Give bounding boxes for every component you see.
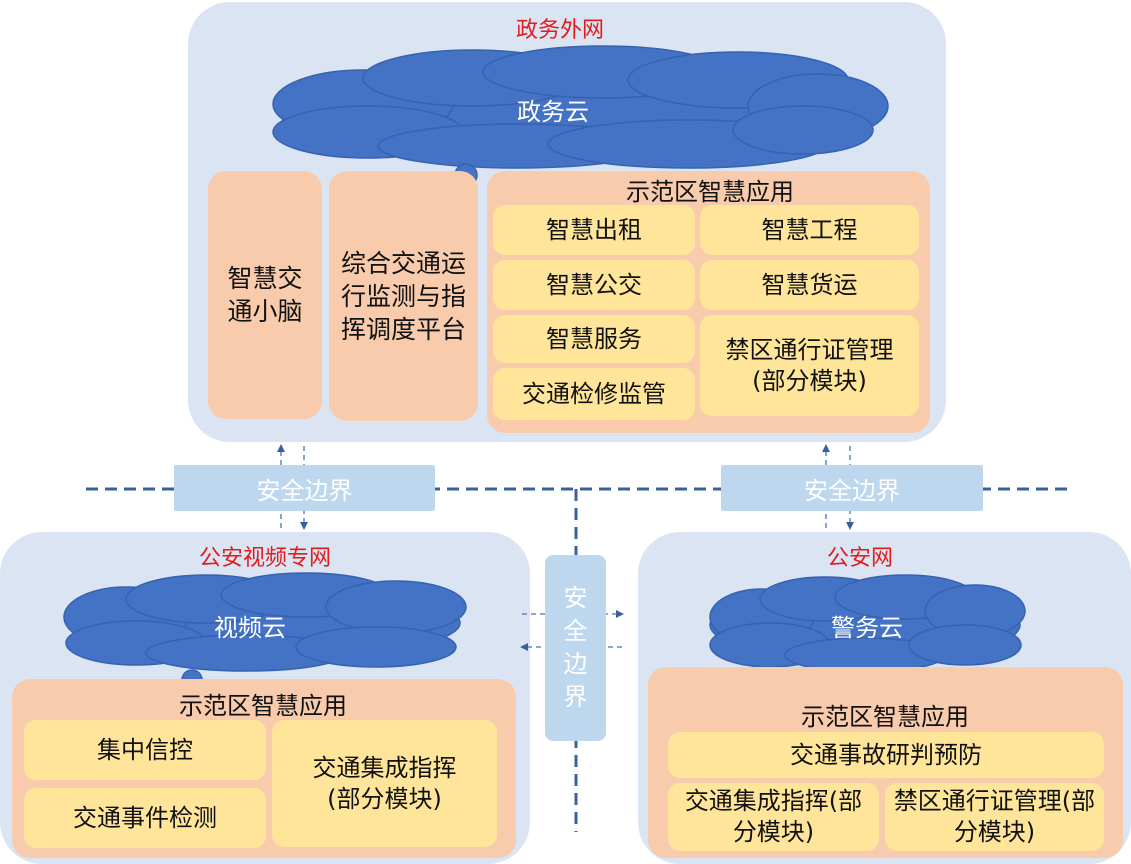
app-traffic-maintenance-supervision: 交通检修监管 — [493, 368, 695, 420]
police-video-network-title: 公安视频专网 — [198, 546, 331, 571]
police-cloud-icon — [709, 574, 1026, 697]
traffic-brain-panel — [208, 171, 322, 419]
top-apps-title: 示范区智慧应用 — [626, 178, 794, 206]
app-smart-service: 智慧服务 — [493, 315, 695, 363]
monitoring-platform-label: 综合交通运行监测与指挥调度平台 — [341, 248, 467, 344]
app-integrated-traffic-command: 交通集成指挥(部分模块) — [668, 783, 879, 851]
gov-extranet-title: 政务外网 — [515, 18, 604, 43]
video-cloud-label: 视频云 — [214, 614, 286, 642]
app-centralized-signal-control: 集中信控 — [24, 720, 266, 780]
police-cloud-label: 警务云 — [831, 614, 903, 642]
boundary-char: 全 — [563, 616, 588, 645]
security-boundary-right: 安全边界 — [721, 465, 983, 511]
app-restricted-pass-management: 禁区通行证管理(部分模块) — [885, 783, 1104, 851]
monitoring-platform-panel — [329, 171, 478, 421]
app-smart-taxi: 智慧出租 — [493, 205, 695, 255]
video-cloud-icon — [63, 572, 467, 697]
gov-cloud-label: 政务云 — [517, 98, 589, 126]
app-restricted-pass-management: 禁区通行证管理(部分模块) — [700, 315, 919, 416]
boundary-char: 边 — [563, 650, 588, 678]
app-integrated-traffic-command: 交通集成指挥(部分模块) — [272, 720, 497, 847]
boundary-char: 安 — [563, 583, 588, 612]
app-smart-freight: 智慧货运 — [700, 260, 919, 310]
police-network-title: 公安网 — [826, 546, 893, 571]
gov-cloud-icon — [272, 45, 889, 192]
right-apps-title: 示范区智慧应用 — [801, 703, 969, 731]
security-boundary-center: 安 全 边 界 — [545, 555, 606, 741]
app-smart-bus: 智慧公交 — [493, 260, 695, 310]
app-accident-analysis-prevention: 交通事故研判预防 — [668, 732, 1104, 778]
boundary-char: 界 — [563, 683, 588, 712]
app-smart-engineering: 智慧工程 — [700, 205, 919, 255]
security-boundary-left: 安全边界 — [174, 465, 435, 511]
app-traffic-event-detection: 交通事件检测 — [24, 788, 266, 848]
traffic-brain-label: 智慧交通小脑 — [227, 264, 303, 326]
left-apps-title: 示范区智慧应用 — [179, 692, 347, 720]
